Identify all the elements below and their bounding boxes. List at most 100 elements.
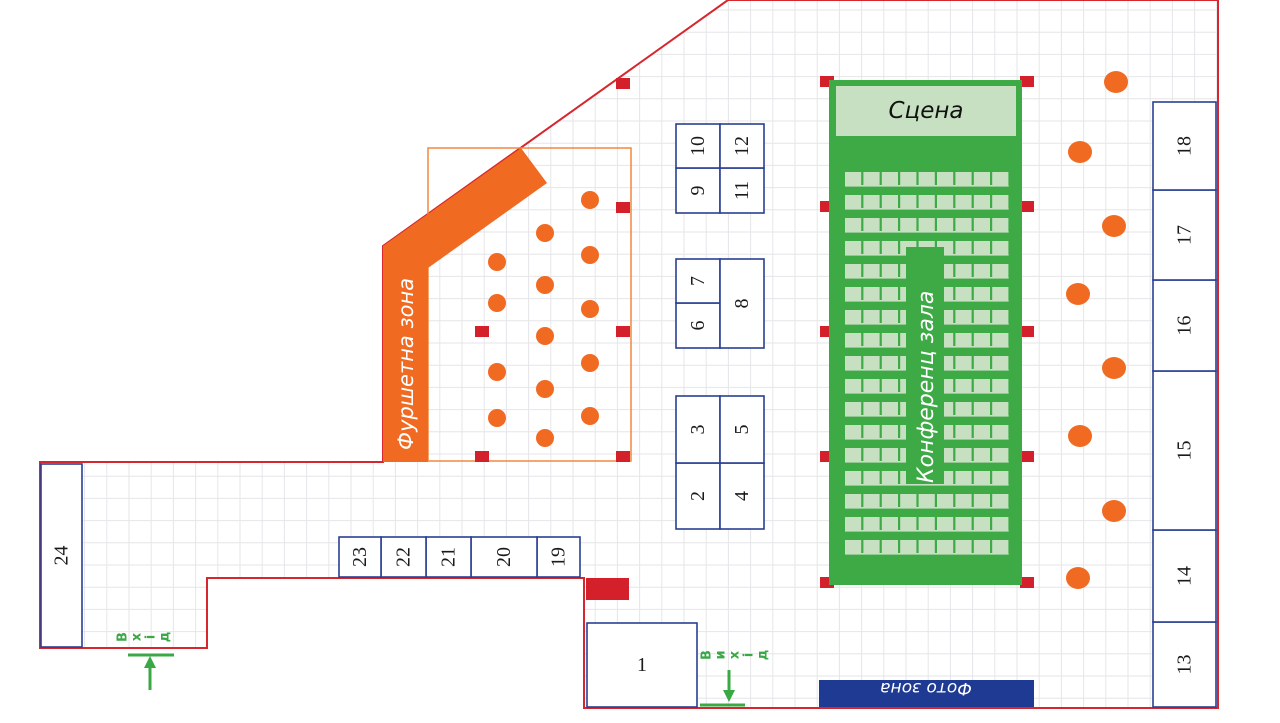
seat[interactable]: [955, 264, 972, 278]
seat[interactable]: [845, 241, 862, 255]
seat[interactable]: [845, 287, 862, 301]
seat[interactable]: [992, 402, 1009, 416]
booth-12[interactable]: 12: [719, 123, 765, 169]
hall-table[interactable]: [1068, 141, 1092, 163]
seat[interactable]: [992, 195, 1009, 209]
photo-zone[interactable]: Фото зона: [819, 678, 1034, 707]
conference-hall[interactable]: Сцена Конференц зала: [829, 80, 1022, 585]
seat[interactable]: [845, 540, 862, 554]
buffet-table[interactable]: [488, 363, 506, 381]
seat[interactable]: [881, 172, 898, 186]
seat[interactable]: [845, 172, 862, 186]
seat[interactable]: [881, 310, 898, 324]
seat[interactable]: [955, 379, 972, 393]
seat[interactable]: [881, 218, 898, 232]
hall-table[interactable]: [1102, 215, 1126, 237]
seat[interactable]: [863, 471, 880, 485]
seat[interactable]: [863, 540, 880, 554]
seat[interactable]: [918, 540, 935, 554]
seat[interactable]: [900, 494, 917, 508]
seat[interactable]: [845, 517, 862, 531]
seat[interactable]: [881, 471, 898, 485]
buffet-table[interactable]: [581, 354, 599, 372]
buffet-table[interactable]: [581, 407, 599, 425]
seat[interactable]: [992, 471, 1009, 485]
seat[interactable]: [955, 402, 972, 416]
booth-24[interactable]: 24: [40, 463, 83, 648]
seat[interactable]: [973, 471, 990, 485]
seat[interactable]: [845, 402, 862, 416]
seat[interactable]: [992, 540, 1009, 554]
booth-6[interactable]: 6: [675, 302, 721, 349]
seat[interactable]: [863, 172, 880, 186]
seat[interactable]: [863, 218, 880, 232]
booth-13[interactable]: 13: [1152, 621, 1217, 708]
seat[interactable]: [881, 287, 898, 301]
seat[interactable]: [973, 356, 990, 370]
seat[interactable]: [863, 494, 880, 508]
booth-15[interactable]: 15: [1152, 370, 1217, 531]
seat[interactable]: [881, 425, 898, 439]
seat[interactable]: [845, 448, 862, 462]
booth-11[interactable]: 11: [719, 167, 765, 214]
seat[interactable]: [973, 195, 990, 209]
seat[interactable]: [881, 195, 898, 209]
seat[interactable]: [900, 517, 917, 531]
seat[interactable]: [918, 218, 935, 232]
seat[interactable]: [900, 195, 917, 209]
seat[interactable]: [863, 310, 880, 324]
buffet-table[interactable]: [581, 300, 599, 318]
booth-17[interactable]: 17: [1152, 189, 1217, 281]
seat[interactable]: [918, 494, 935, 508]
booth-16[interactable]: 16: [1152, 279, 1217, 372]
seat[interactable]: [955, 218, 972, 232]
seat[interactable]: [992, 172, 1009, 186]
seat[interactable]: [900, 172, 917, 186]
hall-table[interactable]: [1102, 357, 1126, 379]
seat[interactable]: [973, 425, 990, 439]
seat[interactable]: [973, 218, 990, 232]
seat[interactable]: [973, 264, 990, 278]
seat[interactable]: [918, 195, 935, 209]
seat[interactable]: [845, 471, 862, 485]
booth-2[interactable]: 2: [675, 462, 721, 530]
seat[interactable]: [845, 264, 862, 278]
buffet-table[interactable]: [488, 294, 506, 312]
seat[interactable]: [992, 494, 1009, 508]
seat[interactable]: [955, 425, 972, 439]
seat[interactable]: [881, 448, 898, 462]
seat[interactable]: [992, 310, 1009, 324]
booth-14[interactable]: 14: [1152, 529, 1217, 623]
seat[interactable]: [955, 471, 972, 485]
seat[interactable]: [973, 172, 990, 186]
seat[interactable]: [881, 241, 898, 255]
booth-21[interactable]: 21: [425, 536, 472, 578]
seat[interactable]: [973, 333, 990, 347]
seat[interactable]: [918, 172, 935, 186]
booth-7[interactable]: 7: [675, 258, 721, 304]
hall-table[interactable]: [1104, 71, 1128, 93]
seat[interactable]: [955, 195, 972, 209]
seat[interactable]: [881, 402, 898, 416]
seat[interactable]: [973, 241, 990, 255]
seat[interactable]: [900, 218, 917, 232]
seat[interactable]: [973, 494, 990, 508]
seat[interactable]: [992, 379, 1009, 393]
seat[interactable]: [955, 540, 972, 554]
seat[interactable]: [955, 494, 972, 508]
seat[interactable]: [937, 218, 954, 232]
buffet-table[interactable]: [536, 380, 554, 398]
buffet-table[interactable]: [581, 191, 599, 209]
booth-23[interactable]: 23: [338, 536, 382, 578]
booth-5[interactable]: 5: [719, 395, 765, 464]
seat[interactable]: [955, 172, 972, 186]
buffet-table[interactable]: [536, 276, 554, 294]
seat[interactable]: [900, 540, 917, 554]
seat[interactable]: [863, 287, 880, 301]
seat[interactable]: [992, 241, 1009, 255]
seat[interactable]: [881, 494, 898, 508]
seat[interactable]: [845, 333, 862, 347]
buffet-table[interactable]: [536, 224, 554, 242]
